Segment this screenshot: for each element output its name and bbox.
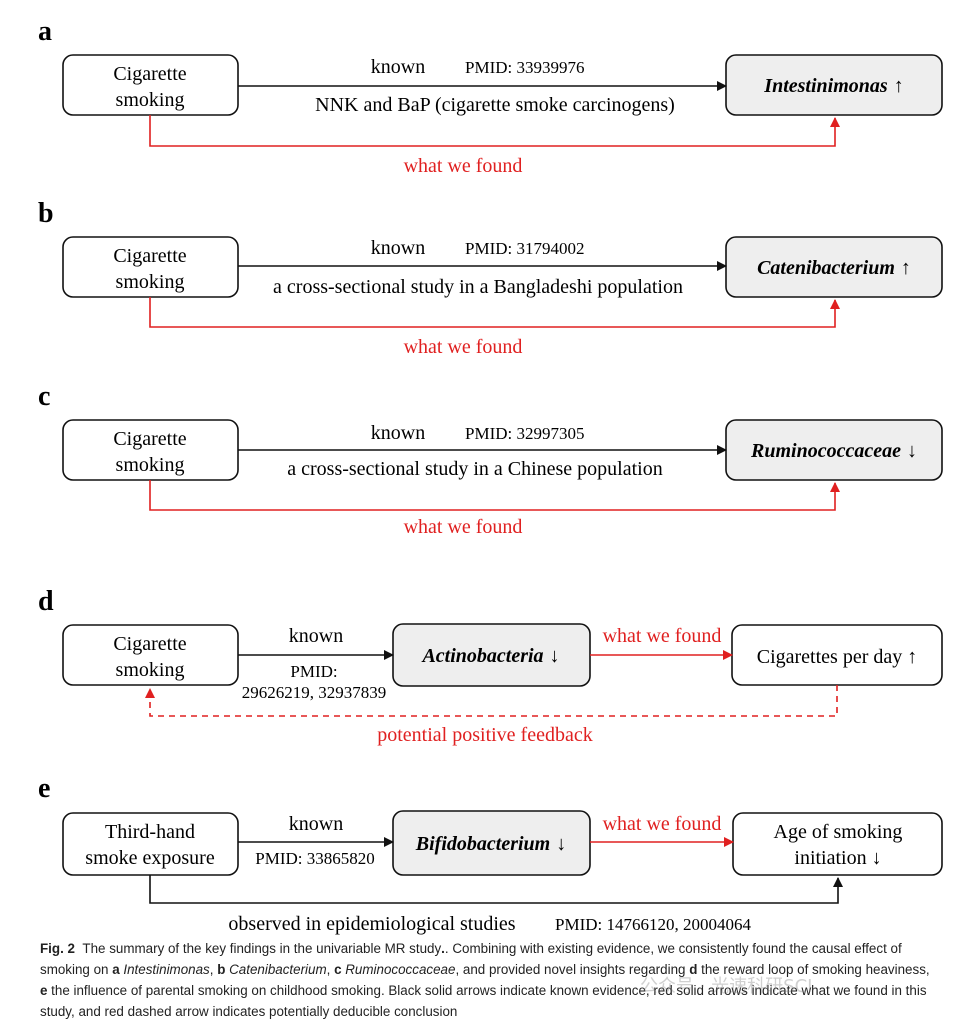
panel-letter-d: d: [38, 586, 54, 617]
target-label-c: Ruminococcaceae↓: [750, 440, 917, 462]
panel-a: a Cigarette smoking Intestinimonas↑ know…: [38, 16, 943, 177]
caption-sep-2: ,: [326, 962, 335, 977]
found-label-b: what we found: [404, 336, 523, 358]
detail-b: a cross-sectional study in a Bangladeshi…: [273, 276, 683, 298]
panel-c: c Cigarette smoking Ruminococcaceae↓ kno…: [38, 381, 943, 538]
target-label-d: Cigarettes per day ↑: [757, 646, 918, 668]
source-line1-c: Cigarette: [113, 428, 186, 450]
caption-sep-1: ,: [209, 962, 218, 977]
caption-s1-lead: .: [441, 941, 445, 956]
figure-caption: Fig. 2 The summary of the key findings i…: [40, 938, 940, 1022]
found-label-c: what we found: [404, 516, 523, 538]
source-line2-b: smoking: [116, 271, 185, 293]
observed-arrow-e: [149, 875, 843, 904]
source-line1-d: Cigarette: [113, 633, 186, 655]
source-line1-b: Cigarette: [113, 245, 186, 267]
caption-letter-c: c: [334, 962, 342, 977]
found-label-e: what we found: [603, 813, 722, 835]
found-label-d: what we found: [603, 625, 722, 647]
panel-b: b Cigarette smoking Catenibacterium↑ kno…: [38, 198, 943, 358]
panel-letter-b: b: [38, 198, 54, 229]
middle-label-e: Bifidobacterium↓: [415, 833, 566, 855]
found-arrow-c: [149, 480, 840, 511]
caption-letter-b: b: [217, 962, 226, 977]
known-label-e: known: [289, 813, 343, 835]
caption-taxon-a: Intestinimonas: [123, 962, 210, 977]
source-line2-d: smoking: [116, 659, 185, 681]
caption-letter-d: d: [689, 962, 698, 977]
known-label-a: known: [371, 56, 425, 78]
feedback-arrow-d: [145, 685, 838, 717]
source-line2-e: smoke exposure: [85, 847, 215, 869]
source-line1-a: Cigarette: [113, 63, 186, 85]
middle-label-d: Actinobacteria↓: [420, 645, 559, 667]
pmid-c: PMID: 32997305: [465, 424, 584, 443]
known-label-c: known: [371, 422, 425, 444]
panel-letter-e: e: [38, 773, 50, 804]
found-arrow-b: [149, 297, 840, 328]
caption-s4: the influence of parental smoking on chi…: [40, 983, 927, 1019]
caption-s2: , and provided novel insights regarding: [455, 962, 690, 977]
caption-fig-label: Fig. 2: [40, 941, 75, 956]
panel-letter-c: c: [38, 381, 50, 412]
detail-a: NNK and BaP (cigarette smoke carcinogens…: [315, 94, 675, 116]
target-label-b: Catenibacterium↑: [757, 257, 911, 279]
target-label-a: Intestinimonas↑: [763, 75, 903, 97]
panel-e: e Third-hand smoke exposure Bifidobacter…: [38, 773, 943, 935]
watermark: 公众号 · 光速科研SCI: [640, 976, 813, 997]
panel-d: d Cigarette smoking Actinobacteria↓ Ciga…: [38, 586, 943, 746]
pmid-a: PMID: 33939976: [465, 58, 584, 77]
caption-s1: . Combining with existing evidence, we c…: [40, 941, 902, 977]
observed-pmid-e: PMID: 14766120, 20004064: [555, 915, 751, 934]
found-label-a: what we found: [404, 155, 523, 177]
caption-taxon-c: Ruminococcaceae: [345, 962, 456, 977]
pmid-d-line1: PMID:: [290, 662, 337, 681]
known-label-d: known: [289, 625, 343, 647]
caption-letter-e: e: [40, 983, 48, 998]
caption-title: The summary of the key findings in the u…: [82, 941, 442, 956]
found-arrow-a: [149, 115, 840, 147]
target-line1-e: Age of smoking: [774, 821, 903, 843]
panel-letter-a: a: [38, 16, 52, 47]
caption-taxon-b: Catenibacterium: [229, 962, 327, 977]
source-line1-e: Third-hand: [105, 821, 195, 843]
caption-letter-a: a: [112, 962, 120, 977]
pmid-d-line2: 29626219, 32937839: [242, 683, 387, 702]
feedback-label-d: potential positive feedback: [377, 724, 592, 746]
source-line2-c: smoking: [116, 454, 185, 476]
detail-c: a cross-sectional study in a Chinese pop…: [287, 458, 662, 480]
known-label-b: known: [371, 237, 425, 259]
caption-s3: the reward loop of smoking heaviness,: [697, 962, 930, 977]
pmid-b: PMID: 31794002: [465, 239, 584, 258]
figure-diagram: a Cigarette smoking Intestinimonas↑ know…: [38, 16, 943, 935]
target-line2-e: initiation ↓: [794, 847, 881, 869]
pmid-e: PMID: 33865820: [255, 849, 374, 868]
source-line2-a: smoking: [116, 89, 185, 111]
observed-label-e: observed in epidemiological studies: [228, 913, 515, 935]
